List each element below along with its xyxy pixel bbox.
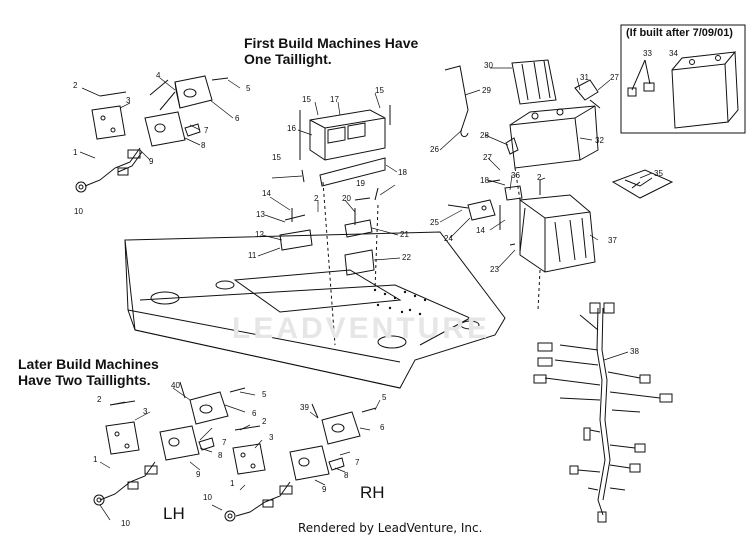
callout-9: 9 xyxy=(149,157,154,166)
callout-4: 4 xyxy=(156,71,161,80)
relay-bracket-assembly xyxy=(279,105,391,346)
callout-26: 26 xyxy=(430,145,439,154)
battery-assembly xyxy=(444,59,674,311)
taillight-assembly-first-build xyxy=(75,75,229,193)
callout-11: 11 xyxy=(248,251,257,260)
callout-rh-10: 10 xyxy=(203,493,212,502)
inset-title: (If built after 7/09/01) xyxy=(626,27,733,39)
callout-rh-39: 39 xyxy=(300,403,309,412)
callout-15a: 15 xyxy=(302,95,311,104)
callout-37: 37 xyxy=(608,236,617,245)
callout-lh-9: 9 xyxy=(196,470,201,479)
callout-3: 3 xyxy=(126,96,131,105)
callout-34: 34 xyxy=(669,49,678,58)
taillight-assembly-lh xyxy=(93,381,246,506)
heading-later-build-line2: Have Two Taillights. xyxy=(18,372,151,388)
callout-15c: 15 xyxy=(272,153,281,162)
callout-14b: 14 xyxy=(476,226,485,235)
callout-numbers: 2 3 4 5 6 7 8 9 1 10 15 17 15 16 15 18 1… xyxy=(73,49,678,528)
heading-later-build-line1: Later Build Machines xyxy=(18,356,159,372)
callout-30: 30 xyxy=(484,61,493,70)
callout-36: 36 xyxy=(511,171,520,180)
callout-rh-9: 9 xyxy=(322,485,327,494)
callout-38: 38 xyxy=(630,347,639,356)
callout-lh-8: 8 xyxy=(218,451,223,460)
callout-lh-1: 1 xyxy=(93,455,98,464)
callout-28: 28 xyxy=(480,131,489,140)
callout-35: 35 xyxy=(654,169,663,178)
callout-2c: 2 xyxy=(537,173,542,182)
callout-15b: 15 xyxy=(375,86,384,95)
taillight-assembly-rh xyxy=(224,403,377,522)
callout-rh-7: 7 xyxy=(355,458,360,467)
callout-1: 1 xyxy=(73,148,78,157)
callout-22: 22 xyxy=(402,253,411,262)
callout-leaders xyxy=(79,67,653,521)
callout-lh-3: 3 xyxy=(143,407,148,416)
callout-lh-6: 6 xyxy=(252,409,257,418)
callout-lh-10: 10 xyxy=(121,519,130,528)
callout-5: 5 xyxy=(246,84,251,93)
callout-12: 12 xyxy=(255,230,264,239)
callout-23: 23 xyxy=(490,265,499,274)
callout-rh-1: 1 xyxy=(230,479,235,488)
callout-6: 6 xyxy=(235,114,240,123)
label-rh: RH xyxy=(360,483,385,502)
callout-19: 19 xyxy=(356,179,365,188)
callout-lh-5: 5 xyxy=(262,390,267,399)
callout-2b: 2 xyxy=(314,194,319,203)
heading-first-build: First Build Machines Have One Taillight. xyxy=(244,35,418,67)
label-lh: LH xyxy=(163,504,185,523)
callout-16: 16 xyxy=(287,124,296,133)
callout-rh-2: 2 xyxy=(262,417,267,426)
callout-31: 31 xyxy=(580,73,589,82)
callout-33: 33 xyxy=(643,49,652,58)
callout-21: 21 xyxy=(400,230,409,239)
callout-18: 18 xyxy=(398,168,407,177)
callout-lh-7: 7 xyxy=(222,438,227,447)
callout-17: 17 xyxy=(330,95,339,104)
callout-rh-5: 5 xyxy=(382,393,387,402)
callout-24: 24 xyxy=(444,234,453,243)
rear-tray-panel xyxy=(124,231,506,389)
heading-first-build-line1: First Build Machines Have xyxy=(244,35,419,51)
callout-7: 7 xyxy=(204,126,209,135)
callout-27a: 27 xyxy=(610,73,619,82)
callout-29: 29 xyxy=(482,86,491,95)
callout-rh-3: 3 xyxy=(269,433,274,442)
inset-battery-option xyxy=(620,24,746,134)
callout-10: 10 xyxy=(74,207,83,216)
heading-later-build: Later Build Machines Have Two Taillights… xyxy=(18,356,159,388)
callout-18b: 18 xyxy=(480,176,489,185)
heading-first-build-line2: One Taillight. xyxy=(244,51,332,67)
callout-27b: 27 xyxy=(483,153,492,162)
callout-25: 25 xyxy=(430,218,439,227)
callout-lh-40: 40 xyxy=(171,381,180,390)
footer-credit: Rendered by LeadVenture, Inc. xyxy=(298,521,483,535)
callout-13: 13 xyxy=(256,210,265,219)
wiring-harness xyxy=(533,302,673,523)
callout-20: 20 xyxy=(342,194,351,203)
callout-2: 2 xyxy=(73,81,78,90)
callout-32: 32 xyxy=(595,136,604,145)
callout-lh-2: 2 xyxy=(97,395,102,404)
callout-rh-8: 8 xyxy=(344,471,349,480)
callout-14a: 14 xyxy=(262,189,271,198)
callout-8: 8 xyxy=(201,141,206,150)
watermark: LEADVENTURE xyxy=(232,312,491,345)
callout-rh-6: 6 xyxy=(380,423,385,432)
